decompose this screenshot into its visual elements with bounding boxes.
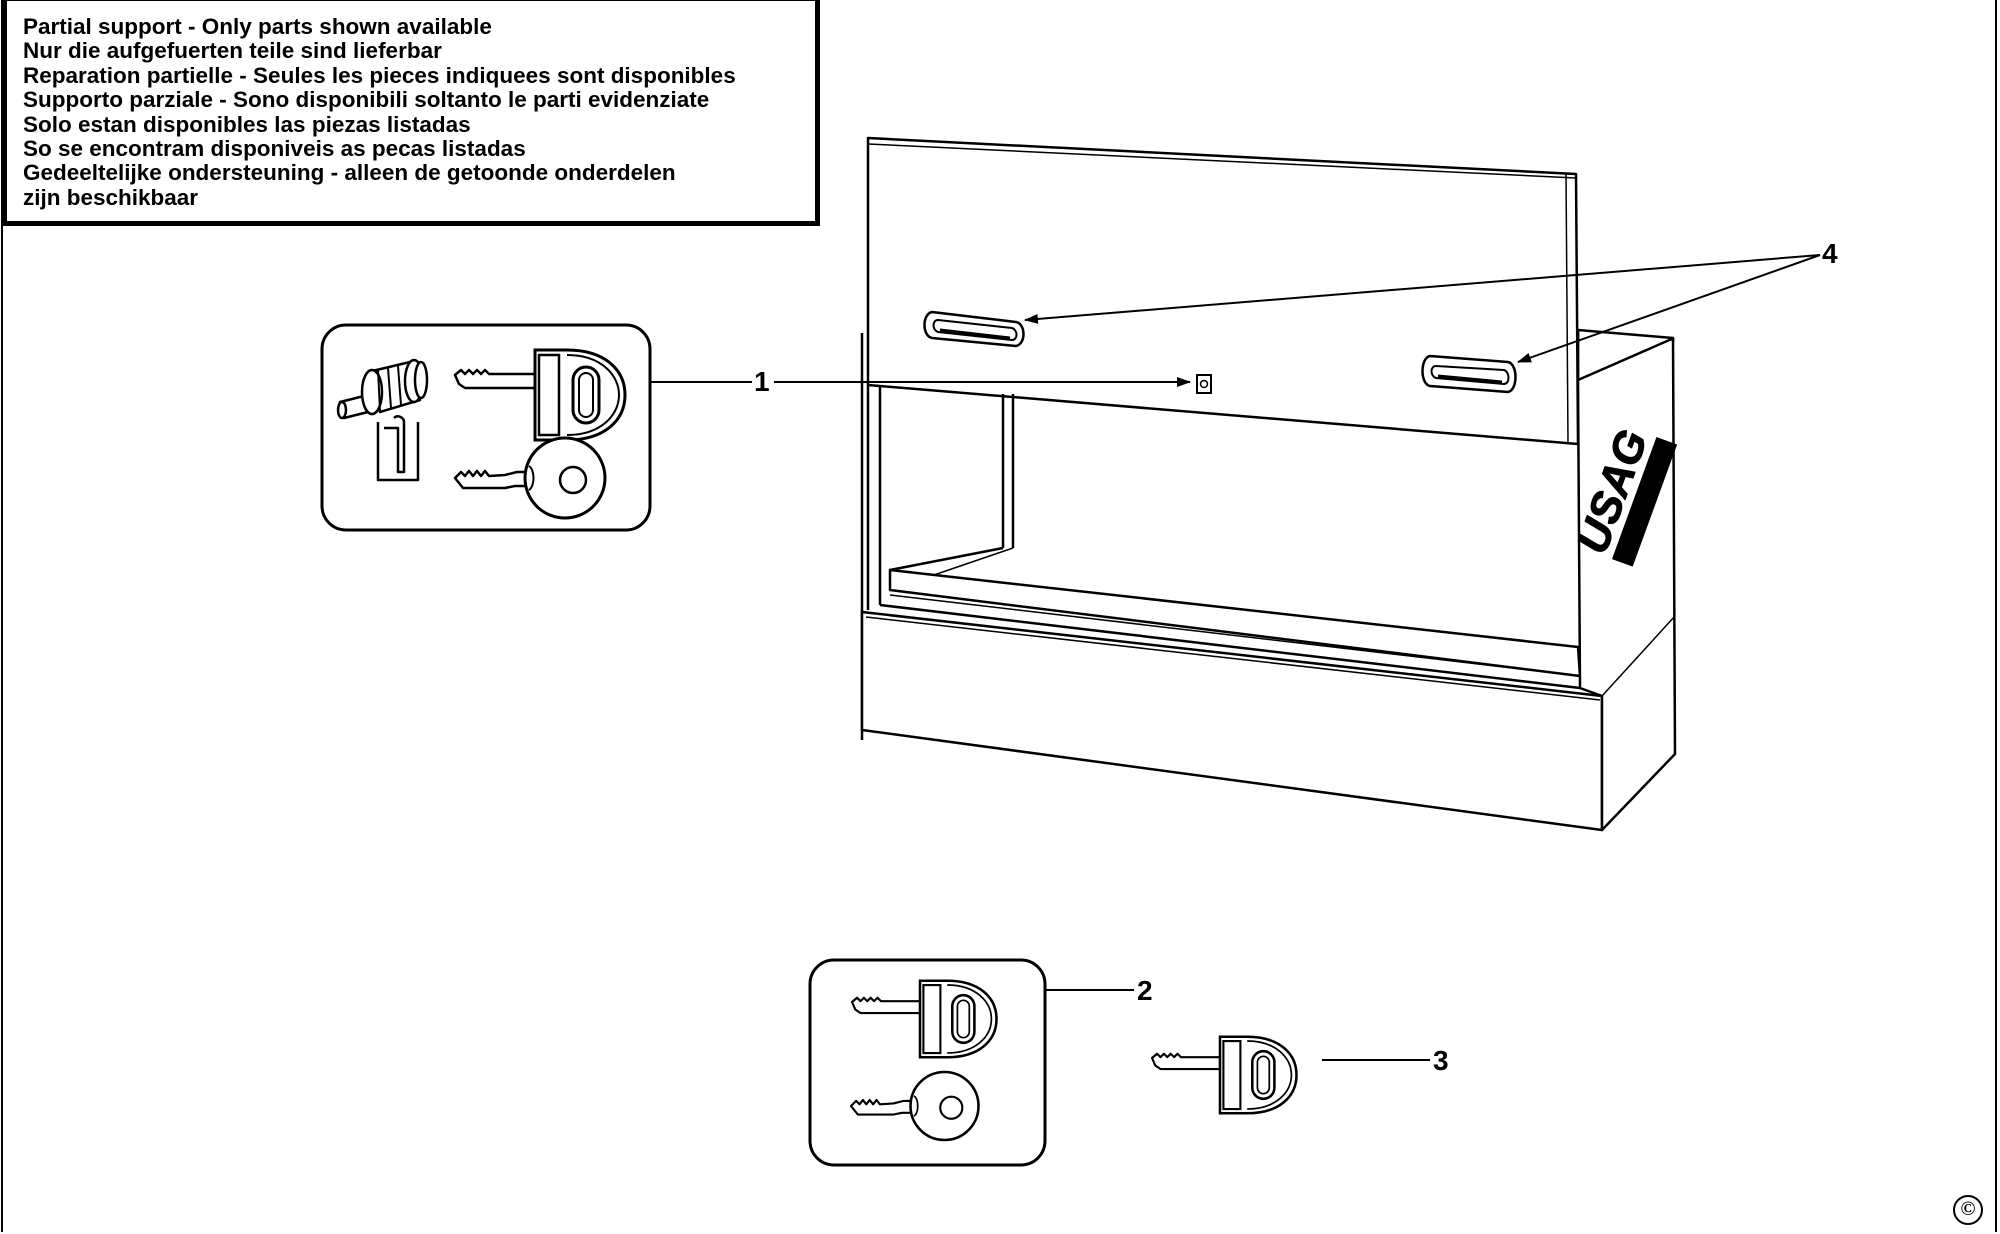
lock-cylinder-icon: [336, 358, 429, 420]
copyright-symbol: ©: [1953, 1195, 1983, 1225]
retaining-clip-icon: [376, 415, 420, 482]
notice-line-nl-cont: zijn beschikbaar: [23, 184, 199, 210]
notice-line-es: Solo estan disponibles las piezas listad…: [23, 111, 471, 137]
callout-label-4: 4: [1822, 238, 1838, 269]
part-2-key-set: [808, 958, 1047, 1167]
notice-line-en: Partial support - Only parts shown avail…: [23, 14, 492, 39]
handle-icon: [923, 310, 1025, 348]
handle-icon: [1421, 354, 1517, 394]
part-1-lock-kit: [320, 323, 652, 532]
key-flat-icon: [1150, 1035, 1298, 1115]
chest-lid: [866, 136, 1580, 446]
notice-line-nl: Gedeeltelijke ondersteuning - alleen de …: [23, 160, 676, 186]
callout-label-3: 3: [1433, 1045, 1449, 1076]
notice-line-de: Nur die aufgefuerten teile sind lieferba…: [23, 38, 442, 64]
notice-line-pt: So se encontram disponiveis as pecas lis…: [23, 136, 526, 162]
tool-chest-drawing: USAG: [860, 136, 1678, 832]
chest-lock: [1196, 374, 1212, 394]
callout-label-2: 2: [1137, 975, 1153, 1006]
leader-lines: [650, 254, 1821, 1061]
notice-line-fr: Reparation partielle - Seules les pieces…: [23, 62, 736, 88]
availability-notice-box: Partial support - Only parts shown avail…: [2, 0, 820, 226]
callout-label-1: 1: [754, 366, 770, 397]
notice-line-it: Supporto parziale - Sono disponibili sol…: [23, 87, 710, 113]
